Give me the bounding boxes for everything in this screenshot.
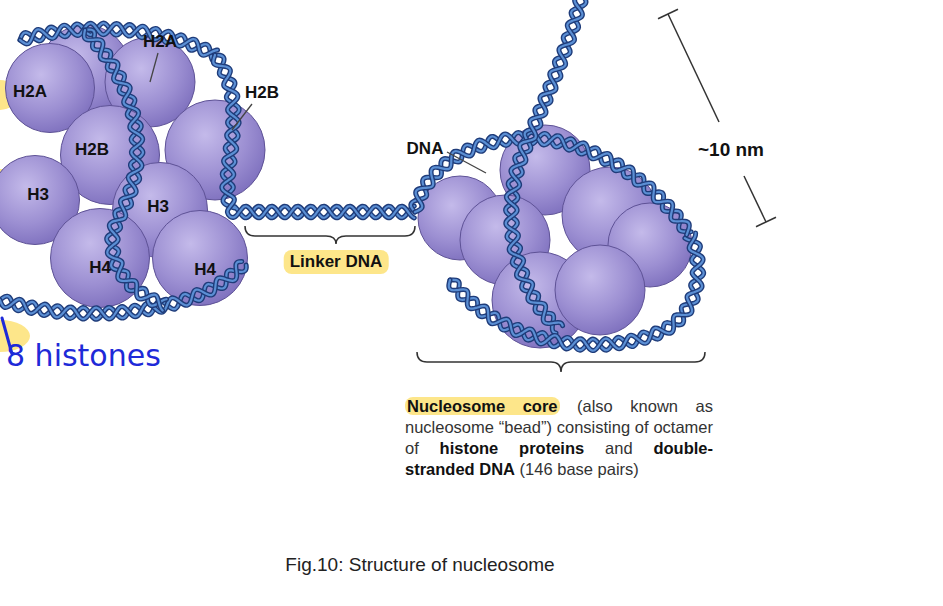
- histone-label: H2B: [75, 140, 109, 160]
- histone-sphere: [153, 211, 248, 306]
- dna-strand: [449, 233, 703, 351]
- dna-strand: [506, 0, 583, 326]
- histone-sphere: [51, 209, 150, 308]
- dimension-tick: [658, 9, 678, 18]
- handwritten-note: 8 histones: [6, 338, 161, 373]
- histone-label: H3: [27, 185, 49, 205]
- description-text: (146 base pairs): [520, 460, 639, 478]
- leader-line: [150, 53, 158, 82]
- figure-caption: Fig.10: Structure of nucleosome: [285, 554, 554, 576]
- histone-label: H3: [147, 197, 169, 217]
- dimension-segment: [668, 14, 719, 122]
- dna-strand: [411, 133, 691, 232]
- core-brace: [417, 352, 705, 372]
- leader-line: [447, 152, 486, 173]
- histone-sphere: [555, 245, 645, 335]
- dna-strand: [415, 132, 689, 235]
- description-paragraph: Nucleosome core (also known as nucleosom…: [405, 396, 713, 480]
- leader-lines: [150, 53, 486, 173]
- leader-line: [232, 104, 252, 130]
- dimension-segment: [744, 176, 766, 222]
- histone-group: [40, 25, 692, 348]
- dna-strand: [411, 133, 691, 232]
- histone-shape: [152, 210, 248, 306]
- histone-label: H2A: [143, 32, 177, 52]
- dna-strand: [450, 238, 704, 350]
- dna-strand: [506, 0, 583, 326]
- histone-label: H4: [194, 260, 216, 280]
- description-text: and: [605, 439, 633, 457]
- linker-bracket: [245, 226, 415, 244]
- histone-label: H2B: [245, 83, 279, 103]
- dna-strand: [213, 55, 414, 218]
- term-label: histone proteins: [440, 439, 585, 457]
- dna-strand: [215, 55, 414, 218]
- histone-circle: H4: [50, 208, 150, 308]
- dna-strand: [506, 0, 586, 333]
- linker-label: Linker DNA: [284, 250, 389, 274]
- dna-strand: [506, 0, 586, 333]
- histone-circle: H4: [152, 210, 248, 306]
- dna-strand: [213, 55, 414, 218]
- dna-strand: [450, 238, 704, 350]
- term-label: Nucleosome core: [405, 397, 560, 415]
- dna-label: DNA: [407, 139, 444, 159]
- histone-label: H4: [89, 258, 111, 278]
- dna-strand: [215, 55, 414, 218]
- dimension-tick: [756, 217, 776, 226]
- dna-strand: [415, 132, 689, 235]
- dna-group: [0, 0, 704, 351]
- histone-label: H2A: [13, 82, 47, 102]
- dimension-label: ~10 nm: [698, 139, 764, 161]
- dimension-line: [658, 9, 776, 226]
- dna-strand: [449, 233, 703, 351]
